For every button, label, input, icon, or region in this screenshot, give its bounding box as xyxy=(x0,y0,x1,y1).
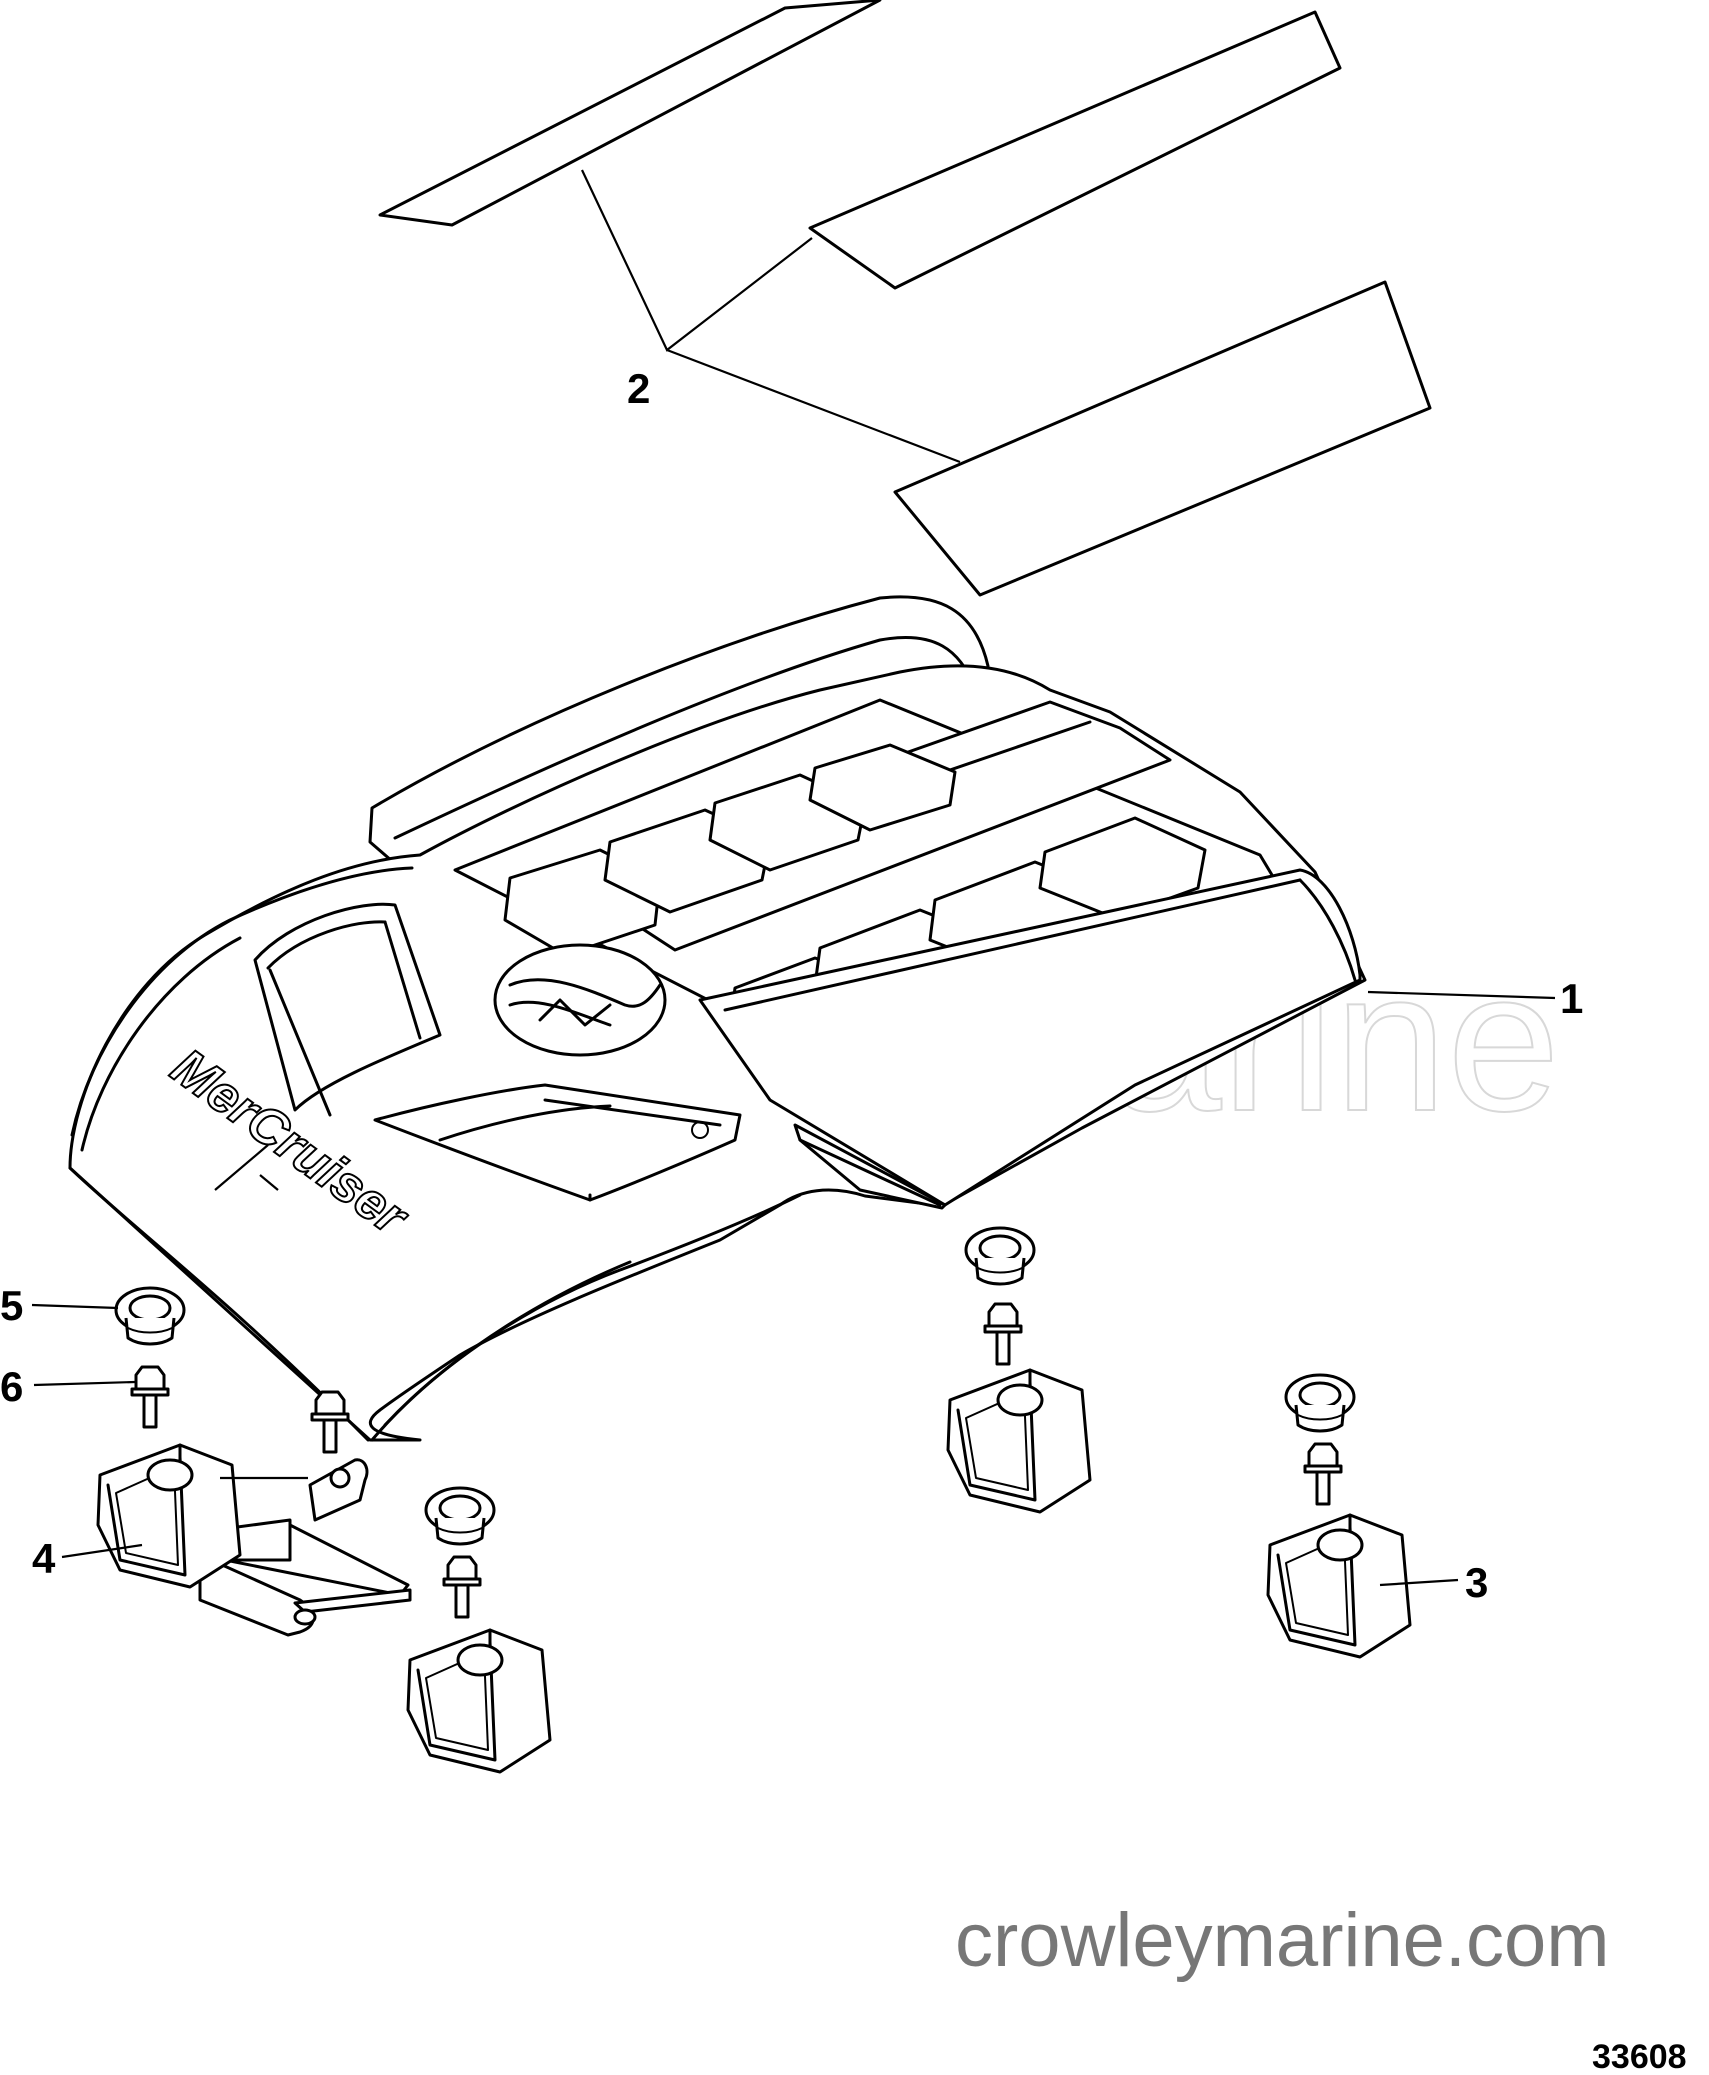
mercury-emblem xyxy=(493,943,667,1057)
decal-strips[interactable] xyxy=(378,0,1432,597)
callout-6-leader xyxy=(33,1380,136,1387)
callout-4: 4 xyxy=(32,1535,56,1582)
screw-center[interactable] xyxy=(983,1302,1023,1366)
callout-3: 3 xyxy=(1465,1559,1488,1606)
grommet-lower[interactable] xyxy=(424,1486,496,1546)
decal-left xyxy=(378,0,882,227)
website-text: crowleymarine.com xyxy=(955,1898,1610,1983)
screw-left-2[interactable] xyxy=(310,1390,350,1454)
callout-1: 1 xyxy=(1560,975,1583,1022)
decal-right xyxy=(893,280,1432,597)
callout-1-leader xyxy=(1367,990,1556,1000)
callout-5: 5 xyxy=(0,1282,23,1329)
screw-right[interactable] xyxy=(1303,1442,1343,1506)
grommet-center[interactable] xyxy=(964,1226,1036,1286)
callout-4-leader-b xyxy=(61,1543,143,1559)
clip-left[interactable] xyxy=(96,1443,242,1589)
clip-center[interactable] xyxy=(946,1368,1092,1514)
bracket-assembly[interactable] xyxy=(198,1458,412,1637)
figure-number: 33608 xyxy=(1592,2038,1687,2075)
screw-lower[interactable] xyxy=(442,1555,482,1619)
callout-3-leader xyxy=(1379,1578,1459,1587)
engine-cover[interactable]: MerCruiser xyxy=(68,595,1367,1442)
decal-middle xyxy=(808,10,1342,290)
callout-2: 2 xyxy=(627,365,650,412)
callout-5-leader xyxy=(31,1303,119,1310)
clip-right[interactable] xyxy=(1266,1513,1412,1659)
screw-left[interactable] xyxy=(130,1365,170,1429)
callout-2-leaders xyxy=(581,169,961,464)
grommet-left[interactable] xyxy=(114,1286,186,1346)
clip-lower[interactable] xyxy=(406,1628,552,1774)
callout-6: 6 xyxy=(0,1363,23,1410)
grommet-right[interactable] xyxy=(1284,1373,1356,1433)
